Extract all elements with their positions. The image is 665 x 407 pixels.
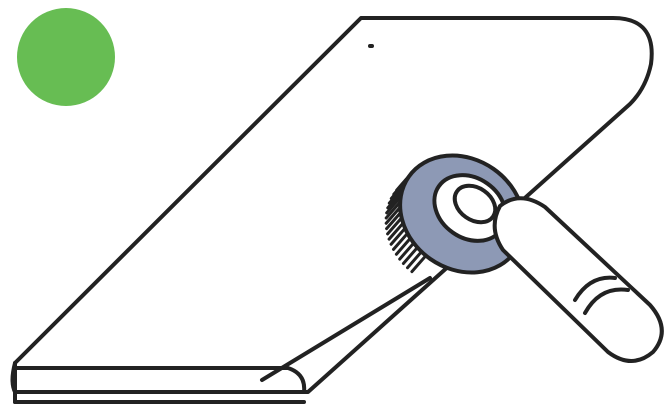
brush-handle — [495, 198, 662, 361]
status-dot-icon — [17, 8, 115, 106]
